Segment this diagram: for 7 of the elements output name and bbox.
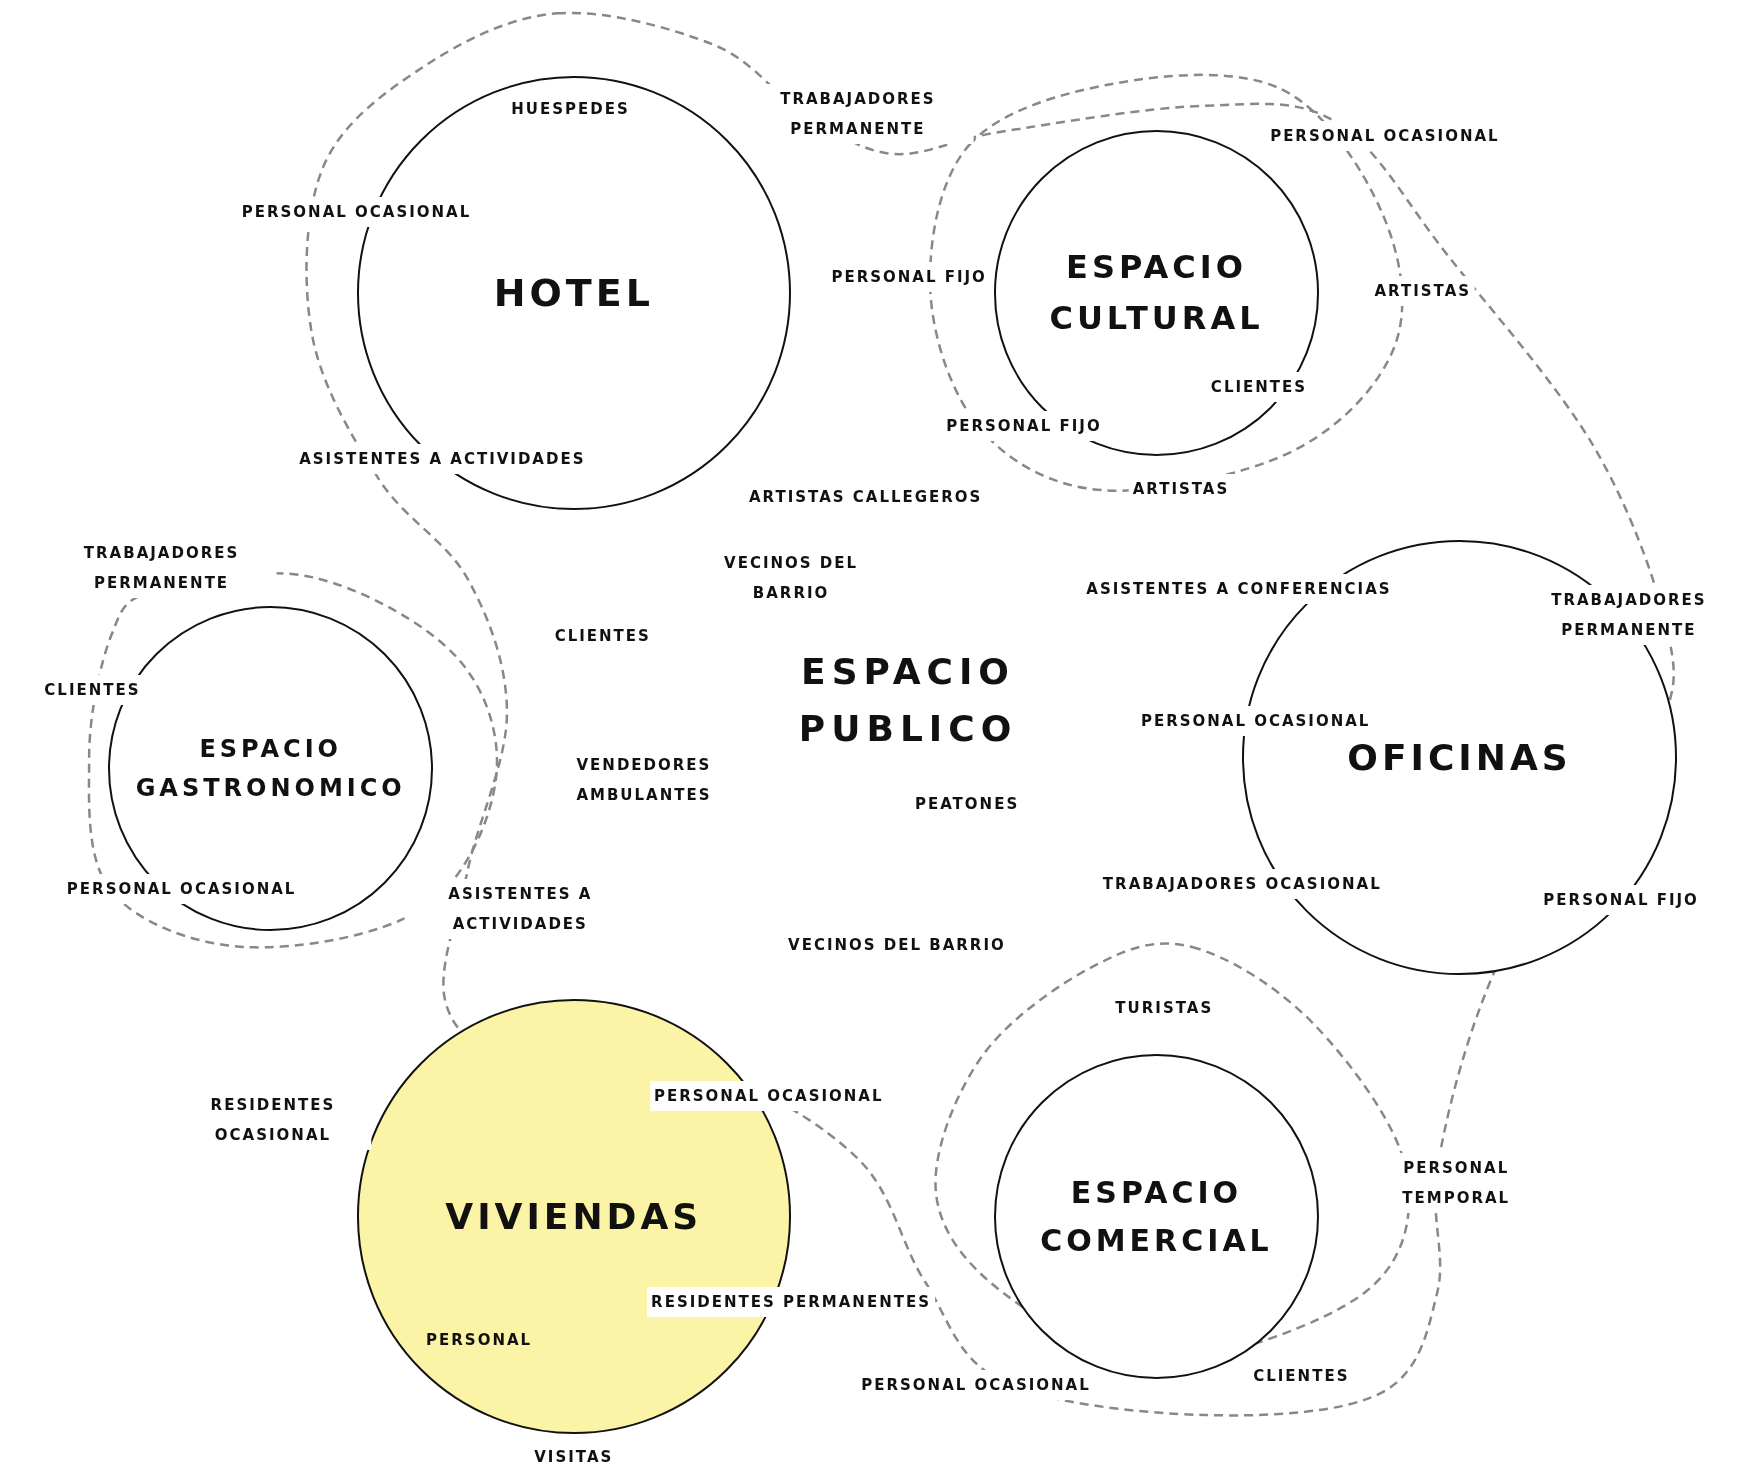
- node-title: OFICINAS: [1346, 735, 1573, 780]
- user-label: RESIDENTES PERMANENTES: [647, 1287, 935, 1318]
- node-title: HOTEL: [492, 269, 655, 317]
- node-title: VIVIENDAS: [444, 1194, 704, 1239]
- node-title: ESPACIO GASTRONOMICO: [134, 734, 407, 804]
- node-title: ESPACIO CULTURAL: [1048, 246, 1265, 339]
- node-title: ESPACIO COMERCIAL: [1039, 1173, 1274, 1260]
